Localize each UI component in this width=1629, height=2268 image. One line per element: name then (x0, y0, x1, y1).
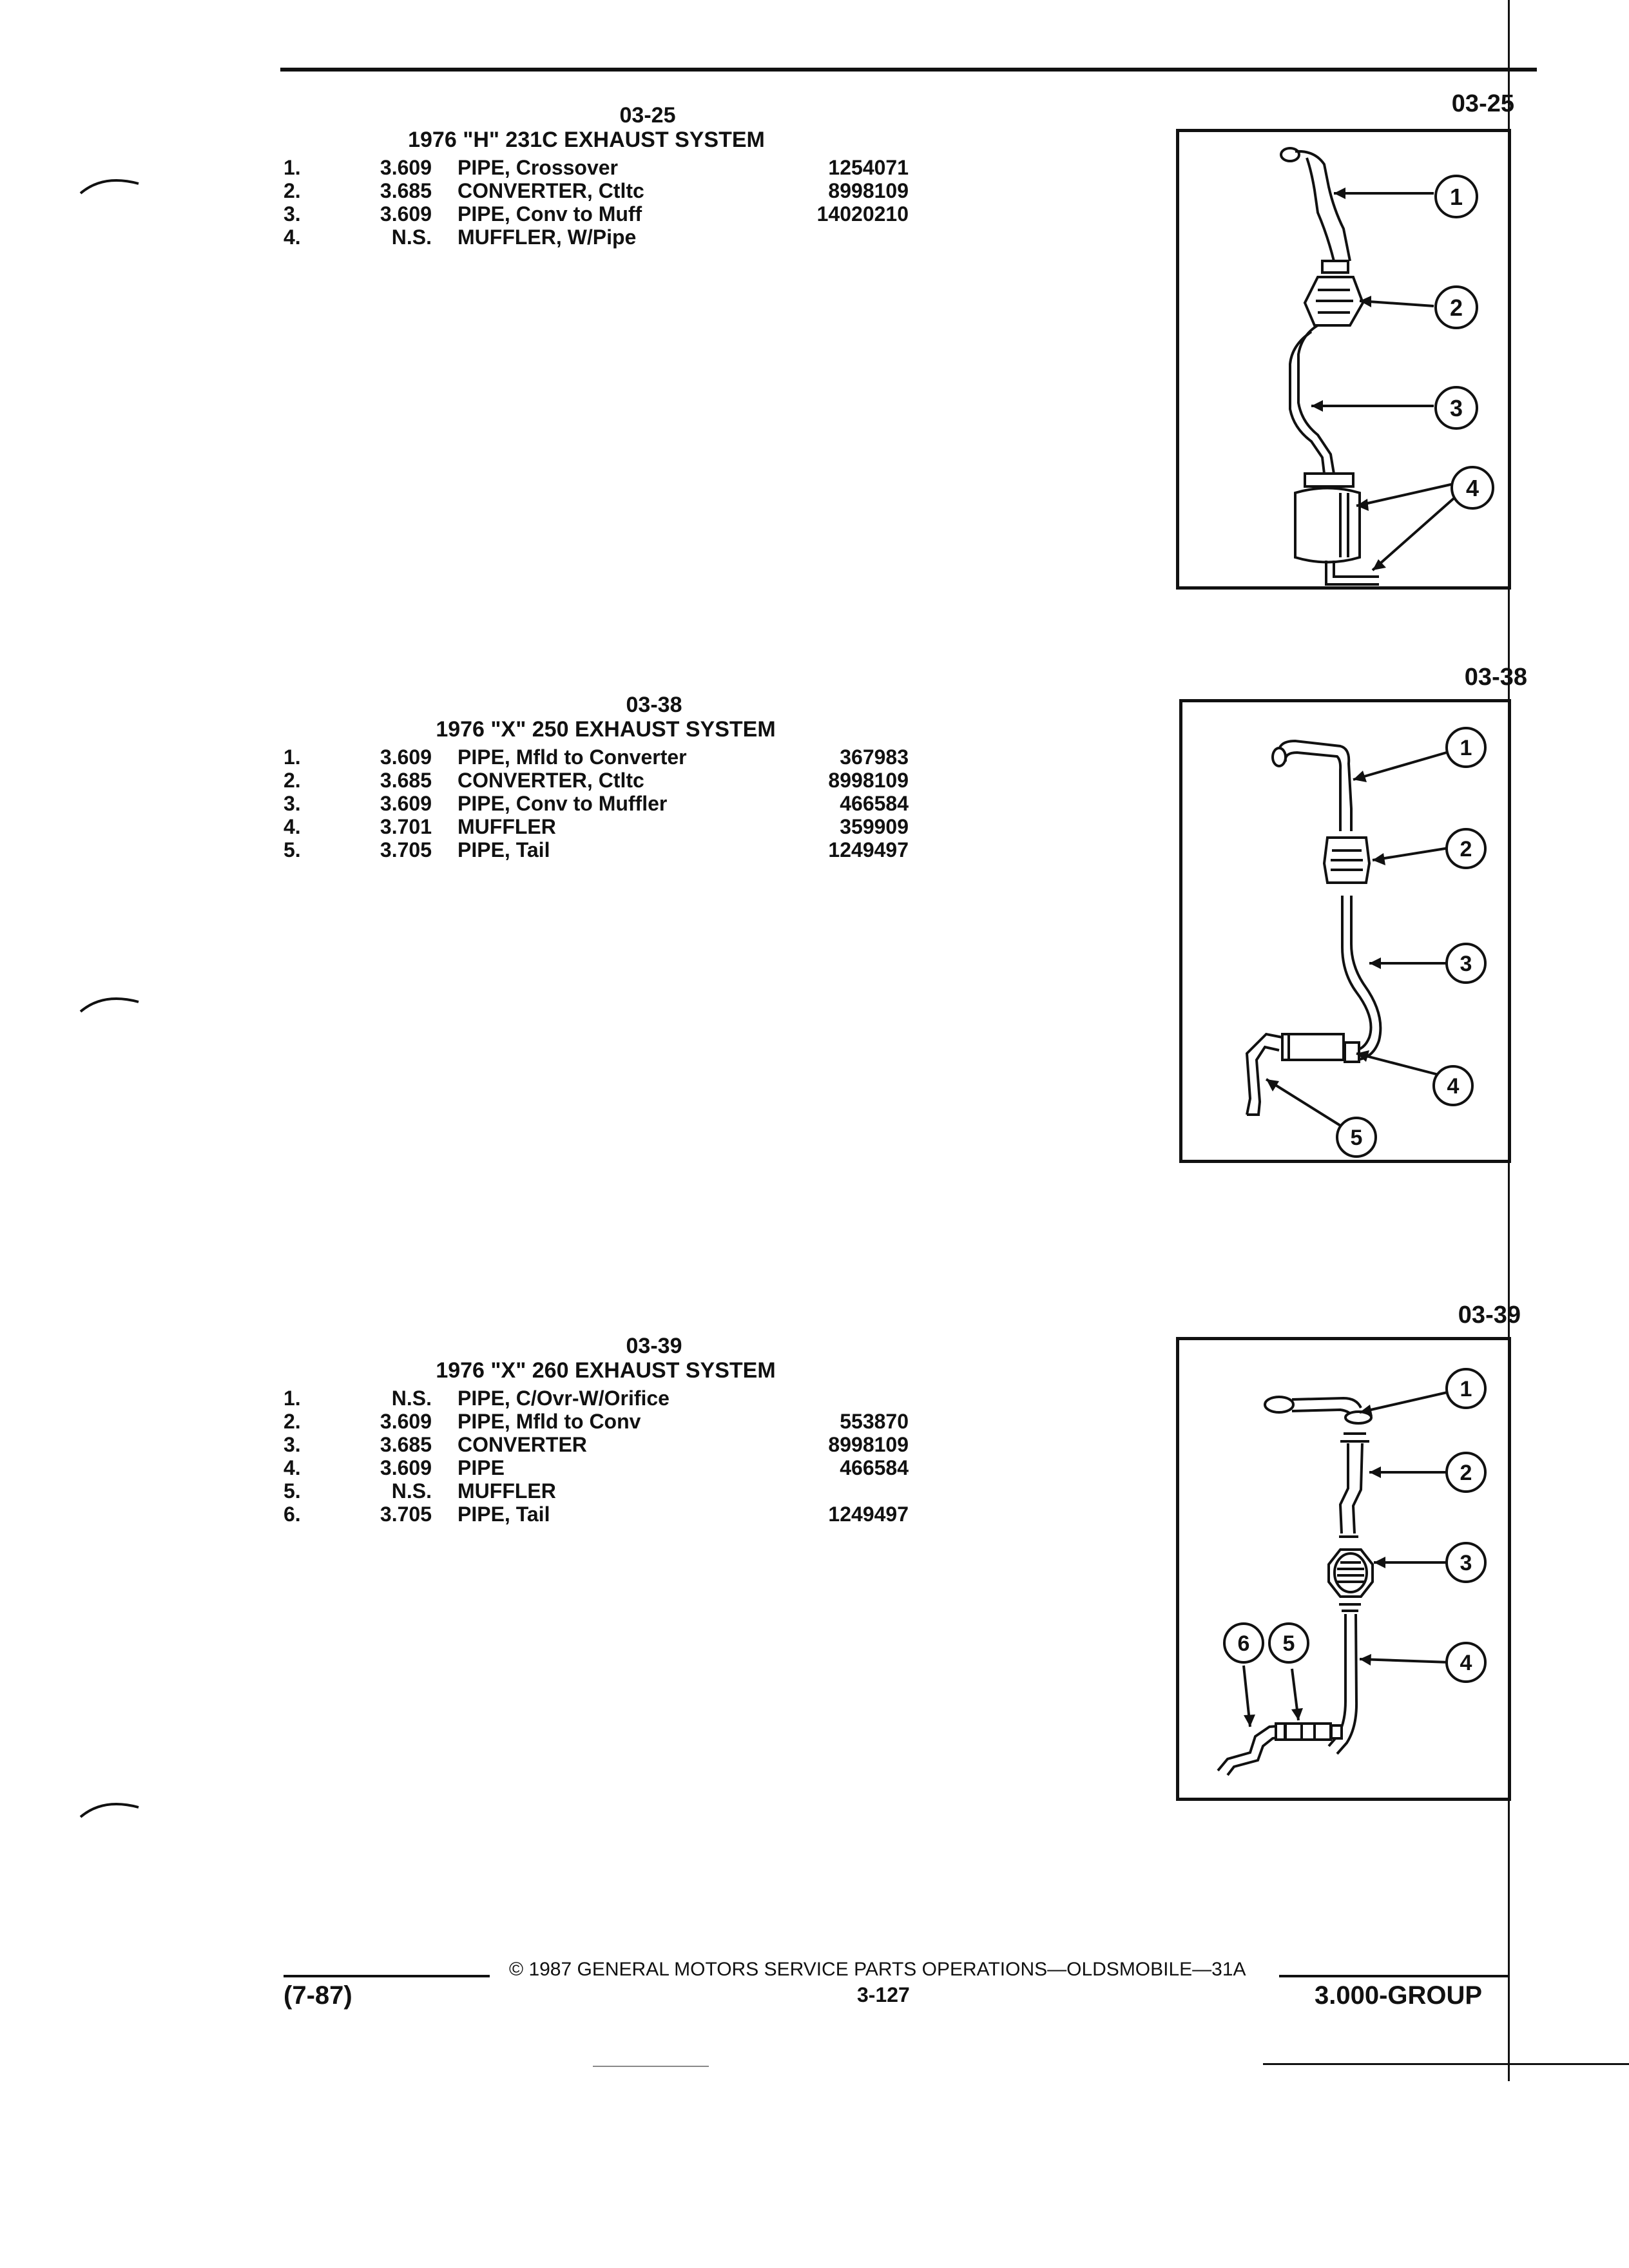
callout: 5 (1283, 1631, 1295, 1656)
callout: 1 (1450, 184, 1463, 210)
callout: 5 (1351, 1126, 1363, 1150)
footer-group: 3.000-GROUP (1315, 1981, 1483, 2010)
footer-page-number: 3-127 (857, 1983, 910, 2006)
footer-rule-right (1279, 1975, 1508, 1977)
bottom-edge-line (1263, 2063, 1629, 2065)
exhaust-diagram: 1 2 3 4 5 6 (1217, 1368, 1487, 1776)
figure-code: 03-38 (1464, 664, 1527, 691)
callout: 4 (1447, 1074, 1460, 1099)
bottom-faint-line (593, 2066, 709, 2067)
section-03-25: 03-25 1976 "H" 231C EXHAUST SYSTEM 1.3.6… (284, 103, 928, 249)
exhaust-diagram: 1 2 3 4 (1280, 147, 1494, 586)
section-title: 1976 "H" 231C EXHAUST SYSTEM (408, 128, 765, 152)
callout: 2 (1460, 837, 1472, 861)
part-row: 1.N.S.PIPE, C/Ovr-W/Orifice (284, 1387, 670, 1410)
callout: 3 (1450, 395, 1463, 421)
section-code: 03-39 (626, 1334, 682, 1358)
callout: 6 (1238, 1631, 1250, 1656)
section-title: 1976 "X" 250 EXHAUST SYSTEM (436, 717, 776, 742)
margin-mark (79, 179, 139, 195)
callout: 2 (1450, 294, 1463, 321)
section-code: 03-38 (626, 693, 682, 717)
section-code: 03-25 (619, 103, 676, 128)
margin-mark (79, 1803, 139, 1818)
callout: 3 (1460, 1551, 1472, 1575)
exhaust-diagram: 1 2 3 4 5 (1245, 727, 1487, 1158)
top-rule (280, 68, 1537, 72)
callout: 4 (1460, 1651, 1472, 1675)
callout: 3 (1460, 952, 1472, 976)
footer-date: (7-87) (284, 1981, 352, 2010)
figure-03-38: 1 2 3 4 5 (1179, 699, 1511, 1163)
callout: 1 (1460, 1377, 1472, 1401)
footer-copyright: © 1987 GENERAL MOTORS SERVICE PARTS OPER… (509, 1959, 1246, 1980)
margin-mark (79, 997, 139, 1013)
figure-code: 03-25 (1451, 90, 1514, 117)
callout: 2 (1460, 1461, 1472, 1485)
part-row: 4.N.S.MUFFLER, W/Pipe (284, 226, 637, 249)
callout: 1 (1460, 736, 1472, 760)
figure-03-39: 1 2 3 4 5 6 (1176, 1337, 1511, 1801)
section-title: 1976 "X" 260 EXHAUST SYSTEM (436, 1358, 776, 1383)
figure-03-25: 1 2 3 4 (1176, 129, 1511, 590)
section-03-39: 03-39 1976 "X" 260 EXHAUST SYSTEM 1.N.S.… (284, 1334, 928, 1526)
section-03-38: 03-38 1976 "X" 250 EXHAUST SYSTEM 1.3.60… (284, 693, 928, 861)
footer-rule-left (284, 1975, 490, 1977)
callout: 4 (1466, 475, 1479, 501)
part-row: 5.N.S.MUFFLER (284, 1479, 556, 1503)
figure-code: 03-39 (1458, 1302, 1521, 1329)
